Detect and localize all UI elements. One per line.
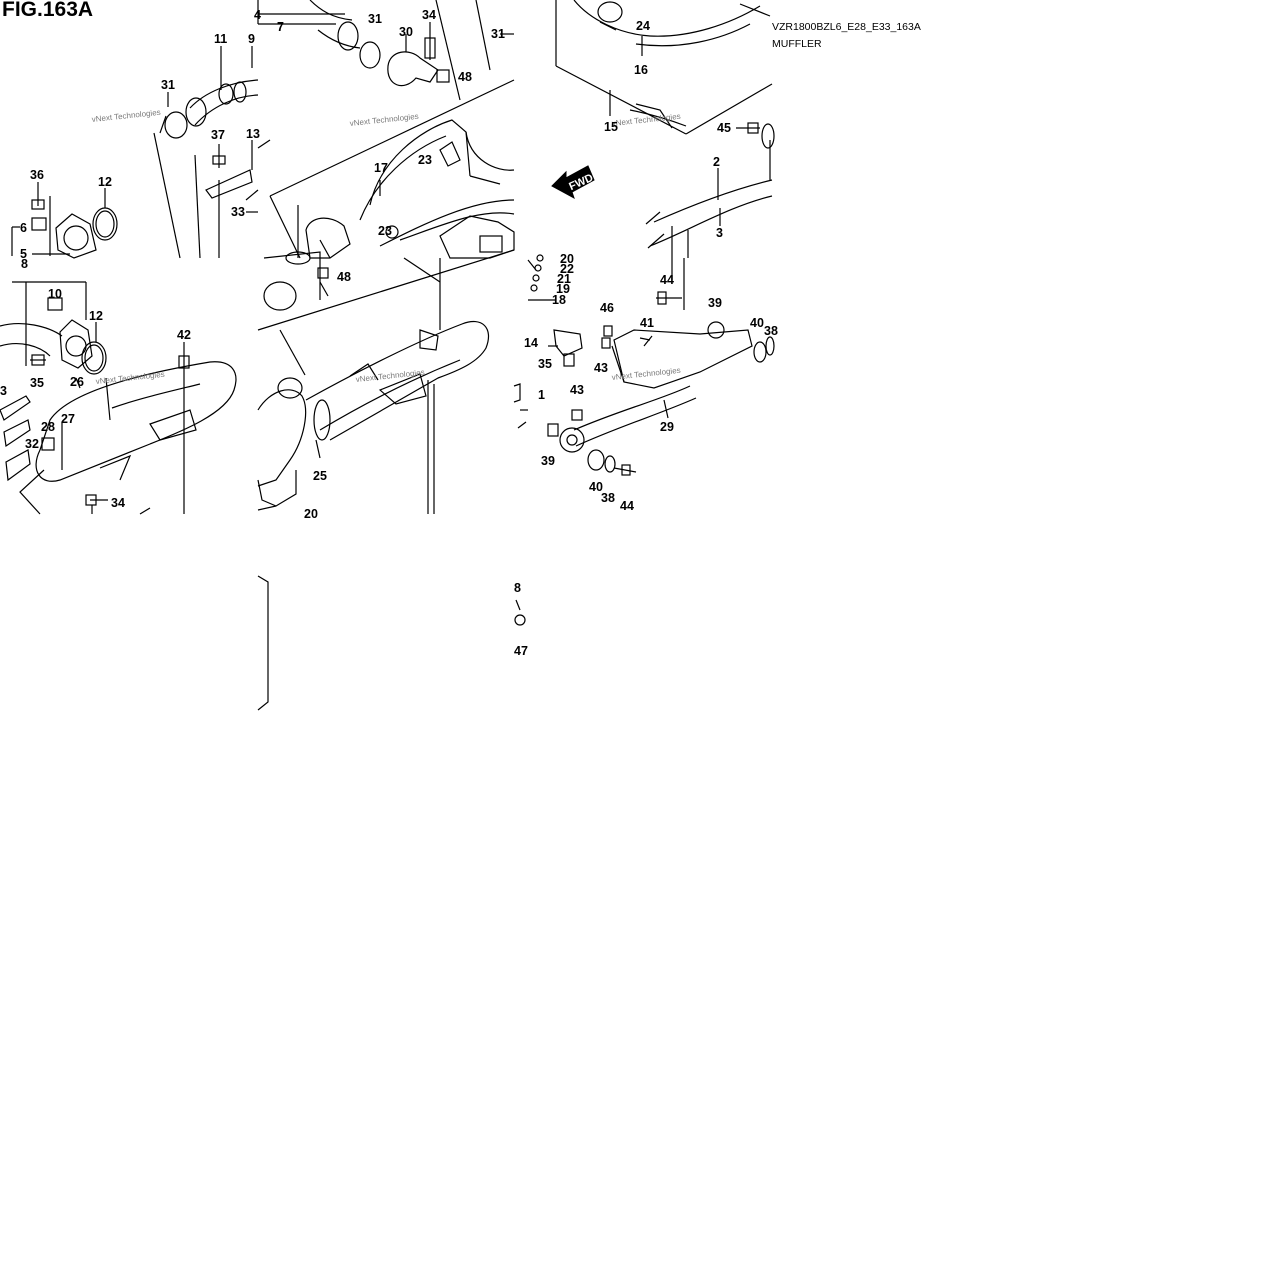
callout-39: 39 [708, 296, 722, 310]
callout-10: 10 [48, 287, 62, 301]
callout-21: 21 [557, 272, 571, 286]
callout-41: 41 [640, 316, 654, 330]
callout-15: 15 [604, 120, 618, 134]
tile-middle-left [0, 281, 237, 515]
watermark-text: vNext Technologies [611, 366, 681, 382]
figure-title: FIG.163A [2, 0, 94, 21]
callout-44: 44 [620, 499, 634, 513]
callout-29: 29 [660, 420, 674, 434]
watermarks: vNext Technologies vNext Technologies vN… [91, 108, 681, 386]
callout-16: 16 [634, 63, 648, 77]
callout-46: 46 [600, 301, 614, 315]
callout-31: 31 [491, 27, 505, 41]
fwd-arrow-icon: FWD [551, 165, 595, 200]
callout-40: 40 [750, 316, 764, 330]
callout-48: 48 [337, 270, 351, 284]
callout-12: 12 [89, 309, 103, 323]
watermark-text: vNext Technologies [355, 368, 425, 384]
callout-47: 47 [514, 644, 528, 658]
callout-35: 35 [538, 357, 552, 371]
callout-38: 38 [764, 324, 778, 338]
model-code: VZR1800BZL6_E28_E33_163A [772, 21, 921, 33]
callout-23: 23 [378, 224, 392, 238]
callout-37: 37 [211, 128, 225, 142]
callout-3: 3 [716, 226, 723, 240]
callout-3: 3 [0, 384, 7, 398]
callout-25: 25 [313, 469, 327, 483]
callout-1: 1 [538, 388, 545, 402]
watermark-text: vNext Technologies [349, 112, 419, 128]
callout-20: 20 [304, 507, 318, 521]
callout-30: 30 [399, 25, 413, 39]
callout-12: 12 [98, 175, 112, 189]
watermark-text: vNext Technologies [91, 108, 161, 124]
callout-28: 28 [41, 420, 55, 434]
callout-44: 44 [660, 273, 674, 287]
callout-24: 24 [636, 19, 650, 33]
callout-39: 39 [541, 454, 555, 468]
callout-43: 43 [570, 383, 584, 397]
callout-13: 13 [246, 127, 260, 141]
watermark-text: vNext Technologies [95, 370, 165, 386]
callout-38: 38 [601, 491, 615, 505]
callout-17: 17 [374, 161, 388, 175]
tile-lower [257, 575, 526, 711]
callout-34: 34 [422, 8, 436, 22]
callout-33: 33 [231, 205, 245, 219]
callout-2: 2 [713, 155, 720, 169]
callout-34: 34 [111, 496, 125, 510]
callout-6: 6 [20, 221, 27, 235]
tile-top-left [11, 46, 259, 259]
callout-48: 48 [458, 70, 472, 84]
callout-27: 27 [61, 412, 75, 426]
callout-42: 42 [177, 328, 191, 342]
callout-45: 45 [717, 121, 731, 135]
callout-35: 35 [30, 376, 44, 390]
callout-8: 8 [514, 581, 521, 595]
callout-22: 22 [560, 262, 574, 276]
callout-40: 40 [589, 480, 603, 494]
callouts: 11 9 4 7 31 34 30 48 31 31 37 13 36 12 6… [0, 8, 778, 658]
callout-31: 31 [368, 12, 382, 26]
callout-31: 31 [161, 78, 175, 92]
callout-18: 18 [552, 293, 566, 307]
callout-19: 19 [556, 282, 570, 296]
callout-14: 14 [524, 336, 538, 350]
callout-5: 5 [20, 247, 27, 261]
callout-7: 7 [277, 20, 284, 34]
tile-top-right [555, 0, 775, 258]
callout-23: 23 [418, 153, 432, 167]
callout-11: 11 [214, 32, 227, 46]
tile-center [257, 249, 515, 514]
callout-43: 43 [594, 361, 608, 375]
callout-32: 32 [25, 437, 39, 451]
callout-8: 8 [21, 257, 28, 271]
callout-4: 4 [254, 8, 261, 22]
callout-9: 9 [248, 32, 255, 46]
tile-middle-right [513, 254, 775, 476]
tile-top-middle [257, 0, 515, 265]
callout-26: 26 [70, 375, 84, 389]
section-name: MUFFLER [772, 38, 822, 50]
callout-20: 20 [560, 252, 574, 266]
callout-36: 36 [30, 168, 44, 182]
